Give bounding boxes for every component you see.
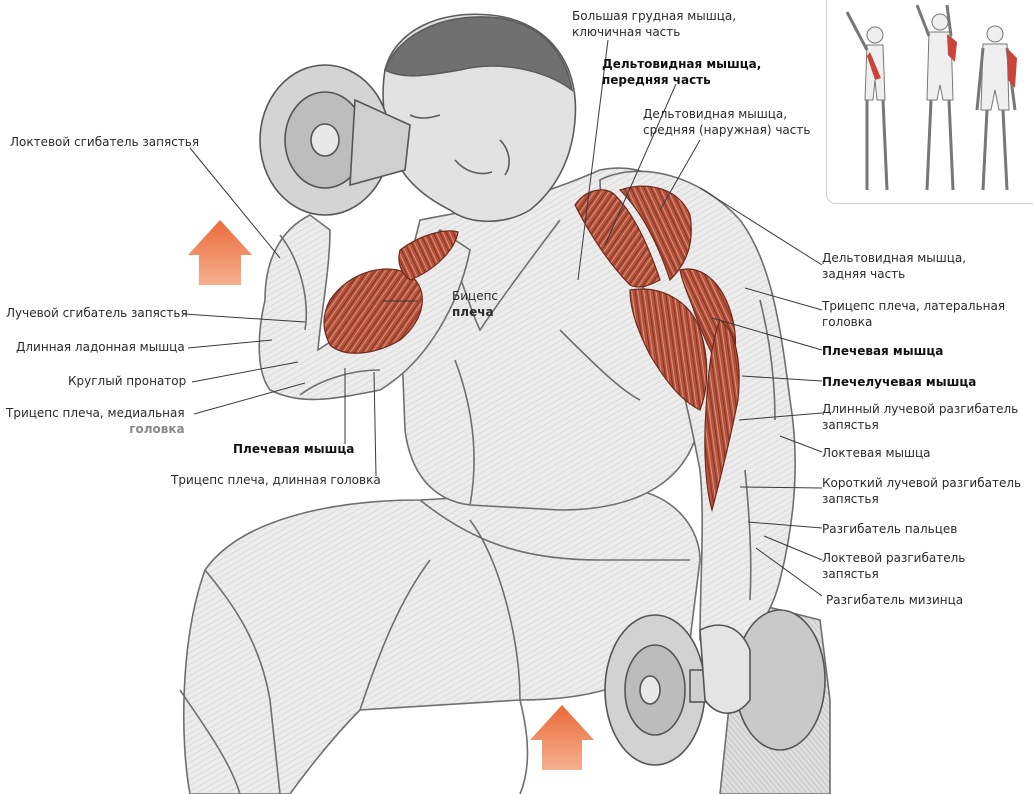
leader-lines (183, 39, 823, 597)
label-deltoid-posterior: Дельтовидная мышца,задняя часть (822, 251, 967, 281)
label-brachioradialis: Плечелучевая мышца (822, 375, 977, 389)
inset-figure-front (915, 4, 957, 191)
muscle-highlights (323, 185, 740, 513)
inset-figures (845, 4, 1017, 191)
label-pronator-teres: Круглый пронатор (68, 374, 187, 388)
biceps-left-muscle (323, 268, 423, 354)
dumbbell-top (259, 64, 411, 216)
deltoid-lateral-muscle (618, 185, 692, 282)
up-arrow-bottom-icon (530, 705, 594, 770)
inset-panel (826, 0, 1033, 204)
label-radial-flexor: Лучевой сгибатель запястья (6, 306, 188, 320)
label-ext-digiti-minimi: Разгибатель мизинца (826, 593, 964, 607)
inset-figure-side (845, 11, 889, 191)
label-deltoid-anterior: Дельтовидная мышца,передняя часть (602, 57, 762, 87)
label-ulnar-flexor: Локтевой сгибатель запястья (10, 135, 200, 149)
head (382, 13, 577, 223)
label-triceps-long-head: Трицепс плеча, длинная головка (171, 473, 381, 487)
up-arrow-left-icon (188, 220, 252, 285)
label-brachialis-left: Плечевая мышца (233, 442, 355, 456)
brachioradialis-muscle (704, 319, 740, 513)
label-anconeus: Локтевая мышца (822, 446, 931, 460)
deltoid-front-muscle (574, 189, 661, 288)
label-brachialis-right: Плечевая мышца (822, 344, 944, 358)
brachialis-left-muscle (398, 230, 459, 281)
inset-figure-back (975, 25, 1017, 191)
label-pectoralis-clavicular: Большая грудная мышца,ключичная часть (572, 9, 737, 39)
label-palmaris-longus: Длинная ладонная мышца (16, 340, 185, 354)
label-ext-digitorum: Разгибатель пальцев (822, 522, 958, 536)
triceps-lateral-muscle (629, 288, 708, 411)
dumbbell-bottom (604, 609, 826, 766)
label-deltoid-middle: Дельтовидная мышца,средняя (наружная) ча… (643, 107, 811, 137)
